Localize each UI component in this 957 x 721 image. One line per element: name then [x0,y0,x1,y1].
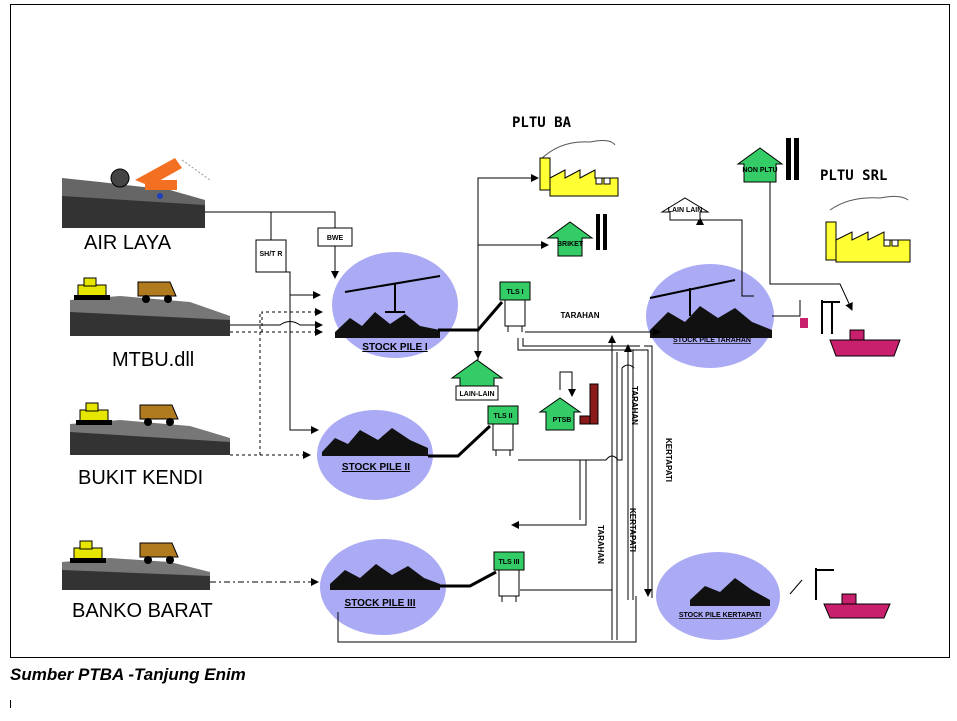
tls-2-label: TLS II [493,413,512,420]
source-mtbu-label: MTBU.dll [112,349,194,371]
briket-arrow-icon [548,214,607,256]
stock-pile-kertapati-label: STOCK PILE KERTAPATI [679,612,761,619]
air-laya-mine [62,158,210,228]
dump-truck-icon [140,543,178,564]
source-caption: Sumber PTBA -Tanjung Enim [10,665,246,685]
source-bukit-kendi-label: BUKIT KENDI [78,467,203,489]
stock-pile-tarahan-label: STOCK PILE TARAHAN [673,337,751,344]
lain-lain-top-label: LAIN LAIN [668,207,703,214]
shtr-label: SH/T R [260,251,283,258]
dump-truck-icon [140,405,178,426]
stock-pile-1-label: STOCK PILE I [362,342,428,353]
pltu-ba-label: PLTU BA [512,115,572,131]
bulldozer-icon [76,403,112,425]
bulldozer-icon [74,278,110,300]
banko-barat-mine [62,541,210,590]
route-tarahan-h-label: TARAHAN [561,311,600,320]
stock-pile-2-label: STOCK PILE II [342,462,410,473]
bukit-kendi-mine [70,403,230,455]
route-kertapati-v1-label: KERTAPATI [664,438,673,482]
source-air-laya-label: AIR LAYA [84,232,172,254]
lain-lain-center-label: LAIN-LAIN [460,391,495,398]
pltu-ba-plant-icon [540,141,618,196]
route-tarahan-v2-label: TARAHAN [596,525,605,564]
page-marker [10,700,11,708]
non-pltu-label: NON PLTU [742,167,777,174]
mtbu-mine [70,278,230,336]
stock-pile-3 [320,539,446,635]
stock-pile-tarahan [646,264,774,368]
distribution-lines [478,178,548,360]
bwe-label: BWE [327,235,344,242]
tls-3-label: TLS III [499,559,520,566]
pltu-srl-label: PLTU SRL [820,168,887,184]
stock-pile-2 [317,410,433,500]
route-kertapati-v2-label: KERTAPATI [628,508,637,552]
conveyor-2 [428,426,490,456]
route-tarahan-v1-label: TARAHAN [630,386,639,425]
kertapati-port-ship-icon [790,568,890,618]
source-banko-barat-label: BANKO BARAT [72,600,213,622]
stock-pile-kertapati [656,552,780,640]
non-pltu-icon [738,138,799,182]
tarahan-port-ship-icon [800,300,900,356]
pltu-srl-plant-icon [826,196,910,262]
stock-pile-3-label: STOCK PILE III [345,598,416,609]
bulldozer-icon [70,541,106,563]
briket-label: BRIKET [557,241,584,248]
tls-1-label: TLS I [506,289,523,296]
conveyor-3 [440,572,496,586]
ptsb-label: PTSB [553,417,572,424]
